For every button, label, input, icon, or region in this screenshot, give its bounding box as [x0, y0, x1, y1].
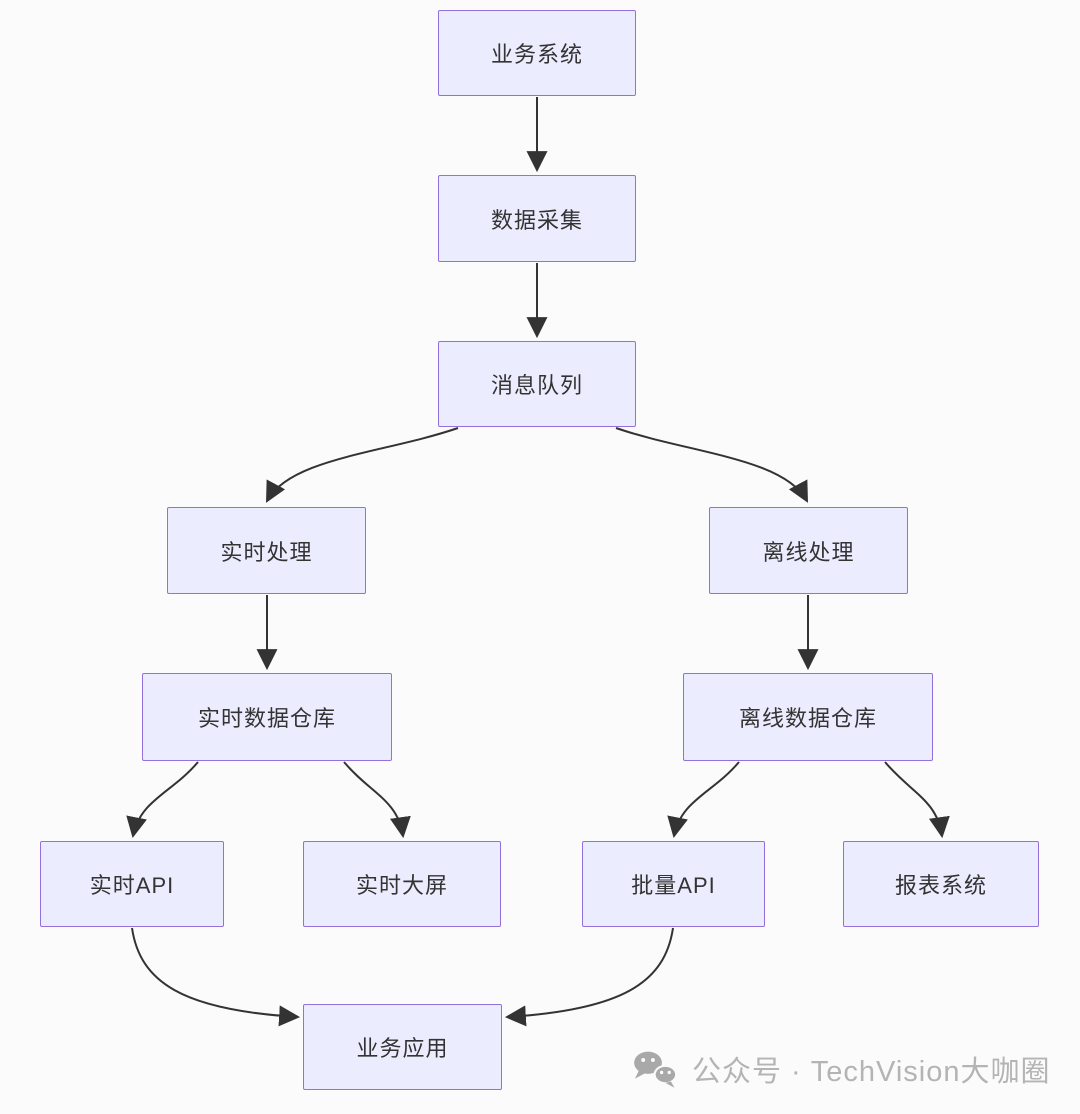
watermark-text: 公众号 · TechVision大咖圈 — [692, 1056, 1051, 1088]
node-business-application: 业务应用 — [303, 1004, 502, 1090]
node-batch-api: 批量API — [582, 841, 765, 927]
node-message-queue: 消息队列 — [438, 341, 636, 427]
node-business-system: 业务系统 — [438, 10, 636, 96]
edge-realtime-warehouse-to-realtime-api — [126, 761, 199, 839]
edge-realtime-warehouse-to-realtime-dashboard — [343, 761, 411, 839]
node-offline-processing: 离线处理 — [709, 507, 908, 594]
node-offline-warehouse: 离线数据仓库 — [683, 673, 933, 761]
edge-offline-warehouse-to-batch-api — [667, 761, 740, 839]
edge-offline-warehouse-to-report-system — [884, 761, 950, 839]
edge-realtime-api-to-business-application — [131, 927, 301, 1027]
edge-message-queue-to-offline-processing — [615, 427, 808, 503]
node-realtime-api: 实时API — [40, 841, 224, 927]
node-realtime-dashboard: 实时大屏 — [303, 841, 501, 927]
node-realtime-warehouse: 实时数据仓库 — [142, 673, 392, 761]
node-report-system: 报表系统 — [843, 841, 1039, 927]
node-realtime-processing: 实时处理 — [167, 507, 366, 594]
edge-message-queue-to-realtime-processing — [266, 427, 459, 503]
edge-batch-api-to-business-application — [504, 927, 674, 1027]
node-data-collection: 数据采集 — [438, 175, 636, 262]
wechat-icon — [630, 1048, 680, 1090]
watermark: 公众号 · TechVision大咖圈 — [630, 1048, 1051, 1090]
